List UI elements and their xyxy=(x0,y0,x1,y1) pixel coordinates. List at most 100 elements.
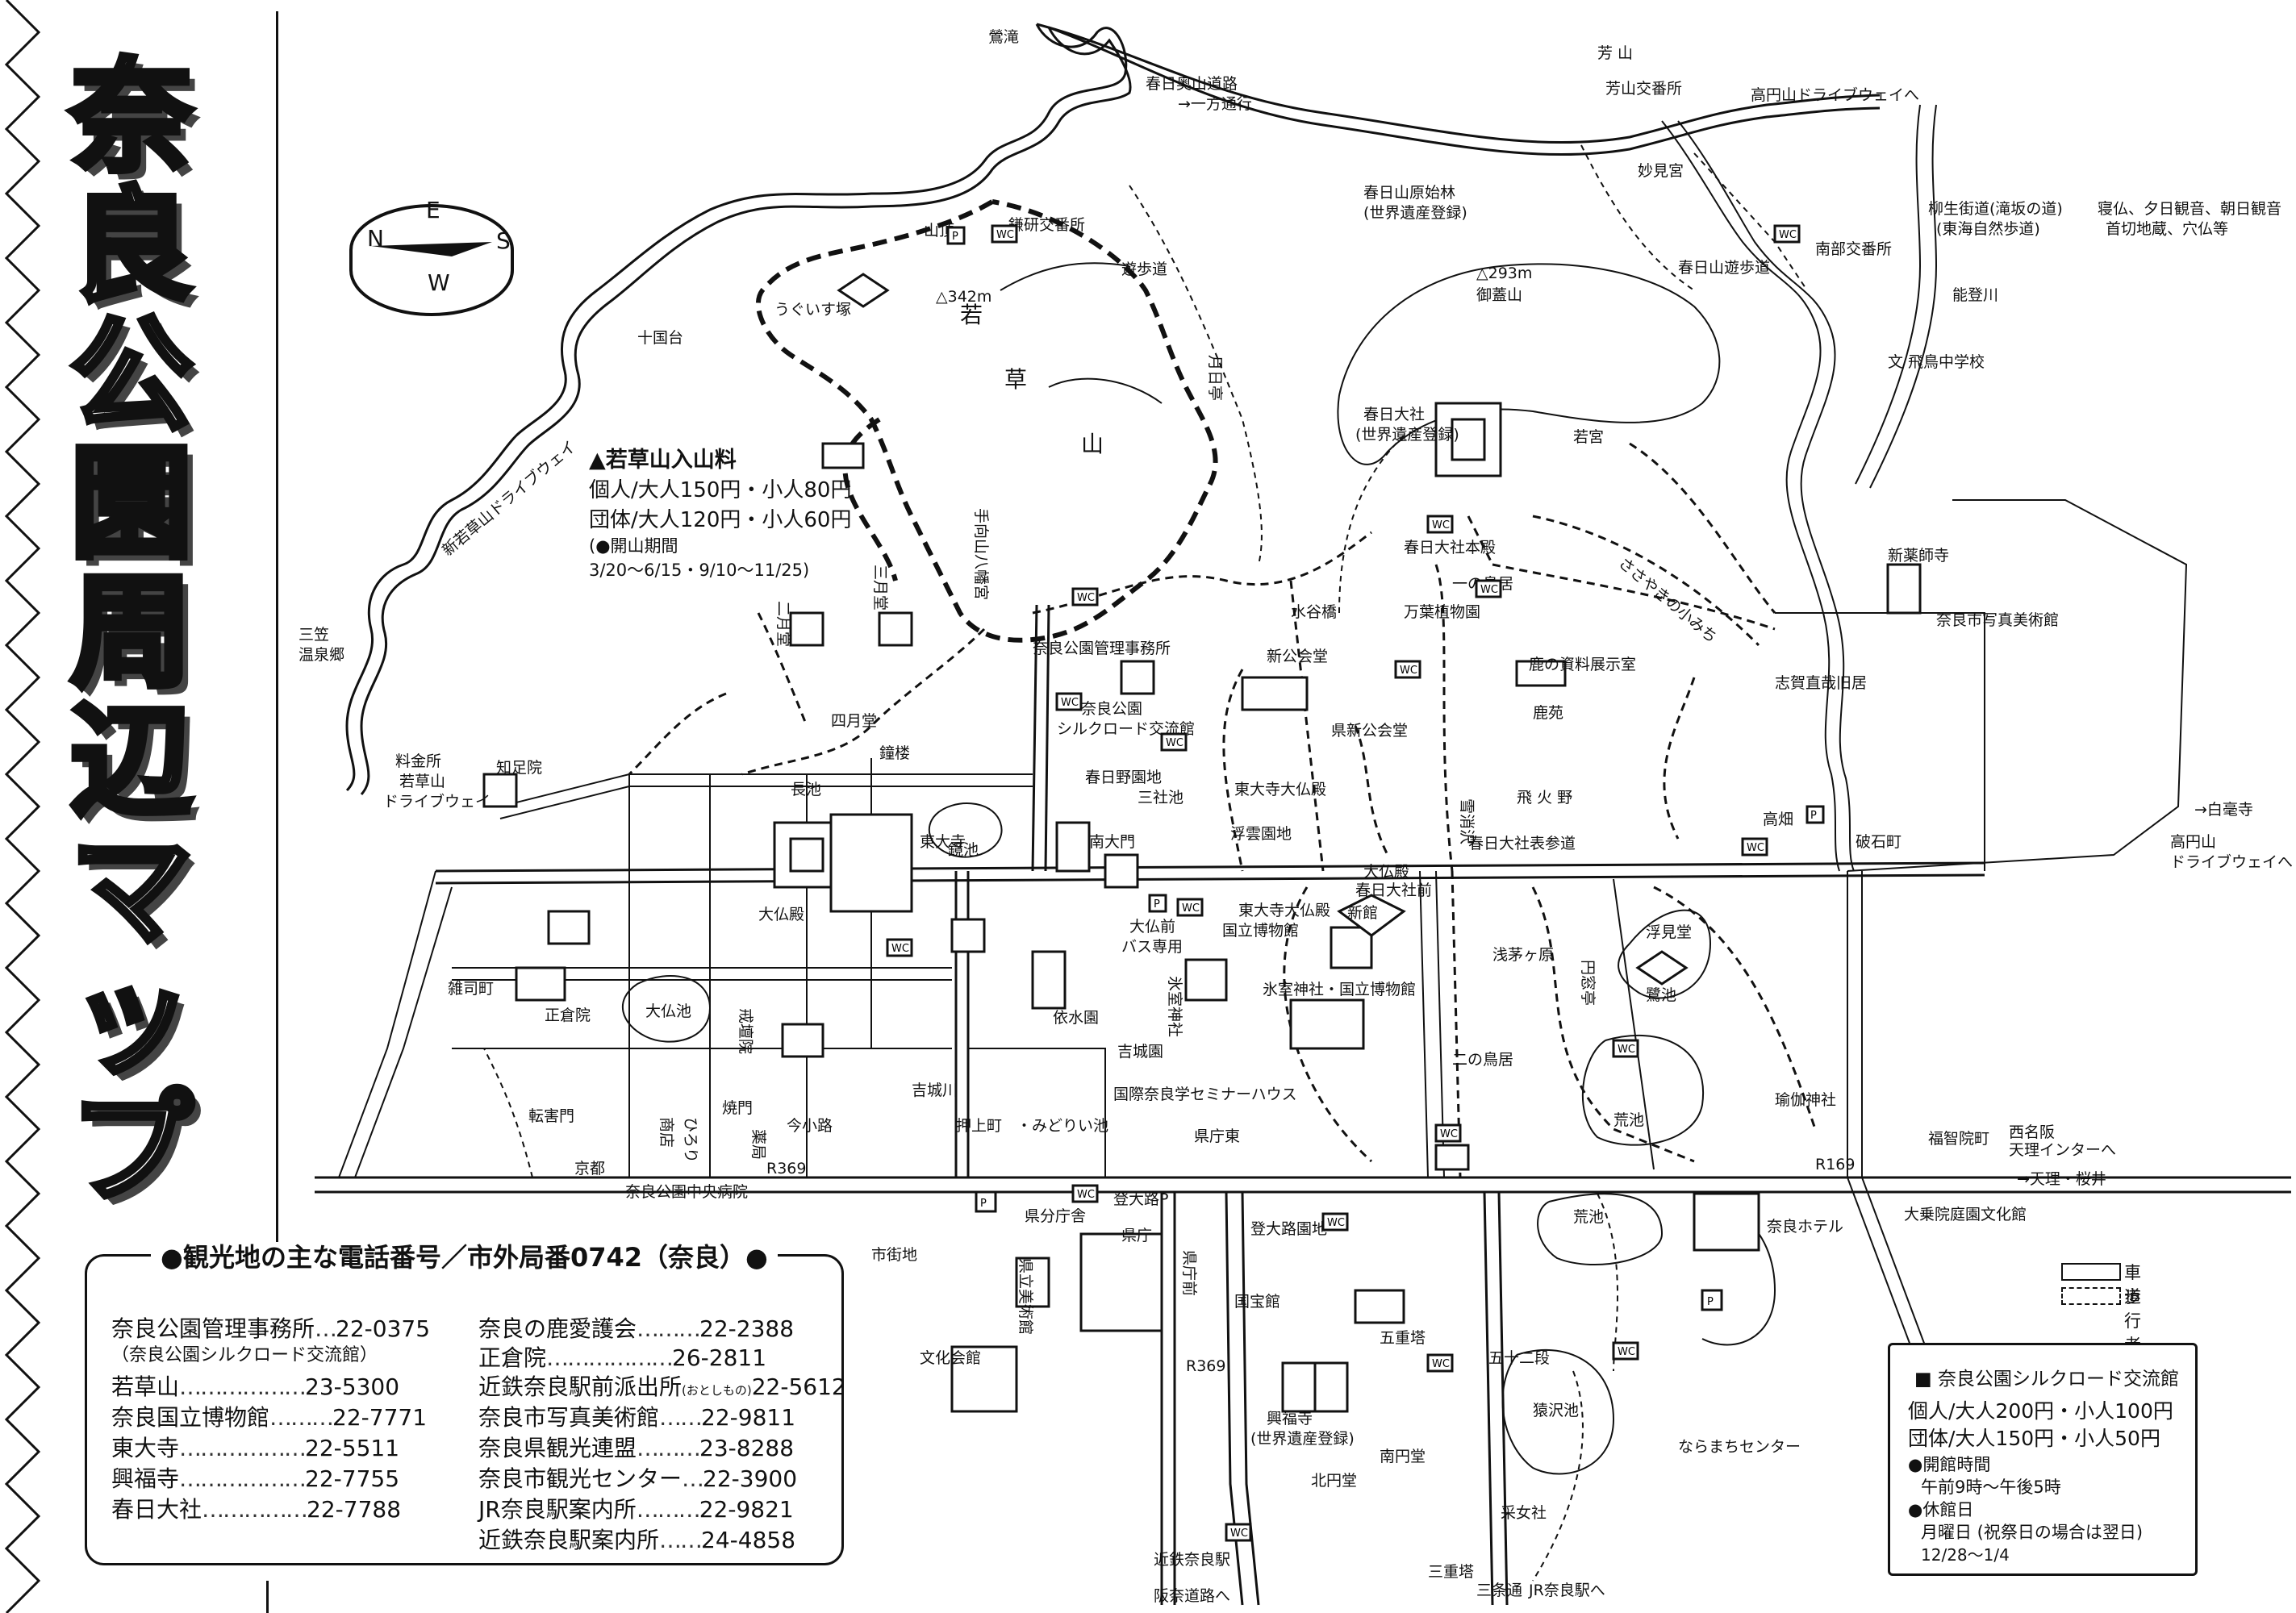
label-asajigahara: 浅茅ヶ原 xyxy=(1492,946,1554,964)
silkroad-info-panel: ■ 奈良公園シルクロード交流館 個人/大人200円・小人100円 団体/大人15… xyxy=(1888,1343,2198,1576)
label-nagaike: 長池 xyxy=(791,781,821,798)
label-jr: JR奈良駅へ xyxy=(1528,1582,1605,1599)
label-kokusai: 国際奈良学セミナーハウス xyxy=(1113,1086,1297,1103)
label-todaijiro: 登大路P xyxy=(1113,1190,1168,1208)
label-silkroad1: 奈良公園 xyxy=(1081,700,1142,718)
arakeike2-pond xyxy=(1537,1193,1664,1265)
label-kusa: 草 xyxy=(1004,366,1027,393)
label-kamaken: 鎌研交番所 xyxy=(1008,216,1085,234)
title-char: プ xyxy=(68,1077,196,1219)
label-nigatsudo: 二月堂 xyxy=(774,601,792,647)
label-noto: 能登川 xyxy=(1952,286,1998,304)
label-kenritsu: 県立美術館 xyxy=(1017,1258,1034,1335)
zigzag-edge xyxy=(4,0,41,1613)
svg-text:WC: WC xyxy=(996,229,1014,241)
label-r169: R169 xyxy=(1815,1156,1855,1173)
label-tokai: (東海自然歩道) xyxy=(1936,220,2040,238)
svg-text:WC: WC xyxy=(1432,1358,1450,1370)
road-main-ew xyxy=(435,861,1985,873)
title-char: マ xyxy=(68,819,196,962)
wakakusa-trail xyxy=(756,199,1218,643)
label-ninotorii: 二の鳥居 xyxy=(1452,1051,1513,1069)
label-r369: R369 xyxy=(766,1160,806,1177)
title-char: 公 xyxy=(68,303,196,447)
takamado-road xyxy=(1661,120,1840,872)
label-kasugayama-forest: 春日山原始林 xyxy=(1363,184,1455,202)
wc-markers: WC WC WC WC WC WC WC WC WC WC WC WC WC W… xyxy=(886,224,1825,1542)
label-nishinazaka: 西名阪 xyxy=(2009,1123,2055,1141)
label-tobihino: 飛 火 野 xyxy=(1517,789,1572,806)
label-wakakusa-dw: 若草山 xyxy=(399,773,445,790)
label-kenchohigashi: 県庁東 xyxy=(1194,1127,1240,1145)
label-yoshiyama: 芳 山 xyxy=(1597,44,1633,62)
compass-s: S xyxy=(496,227,511,254)
label-tamukeyama: 手向山八幡宮 xyxy=(972,508,990,600)
label-todaiji: 東大寺 xyxy=(920,833,966,851)
wakakusa-fee-panel: ▲若草山入山料 個人/大人150円・小人80円 団体/大人120円・小人60円 … xyxy=(589,442,855,581)
label-r369b: R369 xyxy=(1186,1357,1225,1375)
label-imakoji: 今小路 xyxy=(787,1117,833,1135)
svg-text:WC: WC xyxy=(1077,592,1095,604)
label-kenchomae: 県庁前 xyxy=(1180,1250,1198,1296)
svg-text:WC: WC xyxy=(1440,1128,1458,1140)
svg-text:WC: WC xyxy=(891,943,909,955)
silk-group: 団体/大人150円・小人50円 xyxy=(1908,1427,2160,1450)
label-shiragoji: →白毫寺 xyxy=(2194,801,2253,819)
label-shiga: 志賀直哉旧居 xyxy=(1775,674,1867,692)
label-ryukaku: 瑜伽神社 xyxy=(1775,1091,1836,1109)
label-onsenkyo: 温泉郷 xyxy=(298,646,344,664)
label-oshiagecho: 押上町 xyxy=(956,1117,1002,1135)
label-kasuga-taisha: 春日大社 xyxy=(1363,406,1425,423)
compass-w: W xyxy=(428,269,450,296)
label-yakkyoku: 薬局 xyxy=(749,1129,767,1160)
fee-period-label: (●開山期間 xyxy=(589,536,678,556)
label-293m: △293m xyxy=(1476,265,1532,282)
label-kokuritsu: 国立博物館 xyxy=(1222,922,1299,940)
label-waka: 若 xyxy=(960,302,983,328)
label-kasuga-wh: (世界遺産登録) xyxy=(1355,426,1459,444)
label-yoshiyama-koban: 芳山交番所 xyxy=(1605,80,1682,98)
label-kintetsu: 近鉄奈良駅 xyxy=(1154,1551,1230,1569)
svg-text:WC: WC xyxy=(1230,1528,1248,1540)
title-char: 奈 xyxy=(68,46,196,189)
kasuga-okuyama-road xyxy=(1036,23,1881,144)
label-yagyu-sites2: 首切地蔵、穴仏等 xyxy=(2106,220,2228,238)
label-ken-shinkoukaido: 県新公会堂 xyxy=(1331,722,1408,740)
daibutsuike-pond xyxy=(622,975,712,1043)
label-ichimachi: 市街地 xyxy=(871,1246,917,1264)
label-kasuga-ootoriimae: 春日大社前 xyxy=(1355,882,1432,899)
arakeike-pond xyxy=(1581,1034,1705,1146)
label-handai: 阪奈道路へ xyxy=(1154,1587,1230,1605)
svg-text:WC: WC xyxy=(1182,902,1200,915)
svg-text:WC: WC xyxy=(1618,1346,1635,1358)
fee-heading: ▲若草山入山料 xyxy=(589,448,737,473)
label-nara-hotel: 奈良ホテル xyxy=(1767,1218,1843,1236)
label-gojunoto: 五重塔 xyxy=(1380,1329,1426,1347)
label-asuka-jh: 文 飛鳥中学校 xyxy=(1888,353,1985,371)
svg-text:WC: WC xyxy=(1618,1044,1635,1056)
label-himuro-haku: 氷室神社・国立博物館 xyxy=(1263,981,1416,998)
silk-closed2: 12/28〜1/4 xyxy=(1921,1545,2010,1565)
map-title: 奈 良 公 園 周 辺 マ ッ プ xyxy=(63,46,200,1219)
label-kofukuji-wh: (世界遺産登録) xyxy=(1250,1430,1355,1448)
svg-text:WC: WC xyxy=(1400,665,1417,677)
kagamiike-pond xyxy=(928,802,1003,858)
label-takamado: 高円山 xyxy=(2170,833,2216,851)
label-takamado-dw: ドライブウェイへ xyxy=(2170,852,2293,871)
phone-number-panel: ●観光地の主な電話番号／市外局番0742（奈良）● 奈良公園管理事務所…22-0… xyxy=(85,1242,846,1565)
legend-walk-swatch xyxy=(2061,1287,2121,1305)
label-shinwakakusa: 新若草山ドライブウェイ xyxy=(438,437,579,560)
label-todaijien: 登大路園地 xyxy=(1250,1220,1327,1238)
label-sagiike: 鷺池 xyxy=(1646,986,1676,1004)
label-bunka: 文化会館 xyxy=(920,1349,981,1367)
label-tengaimon: 転害門 xyxy=(528,1107,574,1125)
label-kofukuji: 興福寺 xyxy=(1267,1410,1313,1428)
label-tsukihitei: 月日亭 xyxy=(1206,355,1224,401)
label-sanshaike: 三社池 xyxy=(1138,789,1183,806)
divider-line xyxy=(266,1581,269,1613)
label-kencho: 県庁 xyxy=(1121,1227,1152,1244)
label-todaiji-daibutsuden: 東大寺大仏殿 xyxy=(1234,781,1326,798)
label-midoriike: ・みどりい池 xyxy=(1017,1117,1108,1135)
label-sanjo: 三条通 xyxy=(1476,1582,1522,1599)
label-shinyakushiji: 新薬師寺 xyxy=(1888,547,1949,565)
